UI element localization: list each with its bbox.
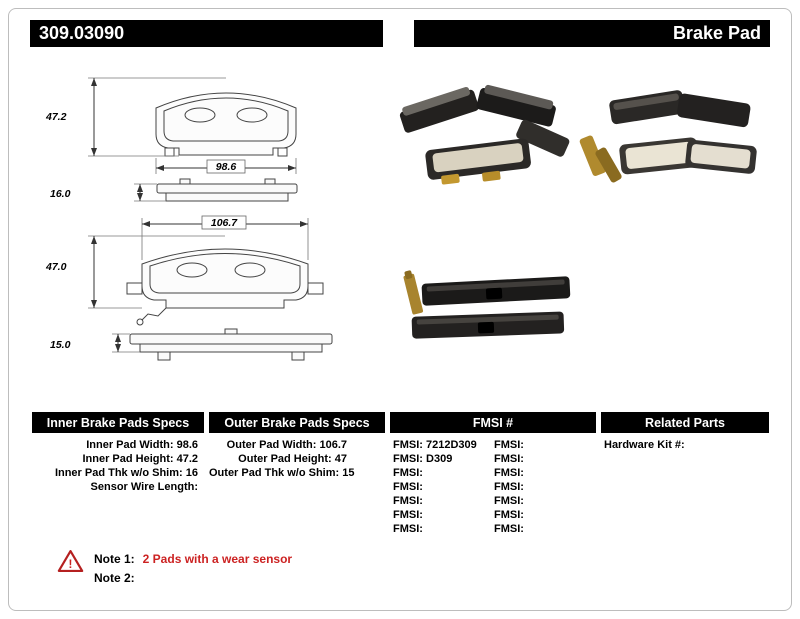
note-1: Note 1: 2 Pads with a wear sensor bbox=[94, 552, 292, 566]
inner-spec-row: Sensor Wire Length: bbox=[32, 480, 198, 494]
related-parts-header: Related Parts bbox=[601, 412, 769, 433]
product-photo-pads-stacked bbox=[403, 270, 571, 339]
part-number: 309.03090 bbox=[30, 20, 383, 47]
fmsi-label: FMSI: bbox=[494, 439, 524, 451]
fmsi-row: FMSI: FMSI: bbox=[390, 466, 596, 480]
fmsi-label: FMSI: bbox=[494, 481, 524, 493]
related-parts-row: Hardware Kit #: bbox=[604, 438, 769, 452]
drawing-outer-pad-front bbox=[126, 248, 324, 326]
fmsi-label: FMSI: bbox=[393, 481, 423, 493]
fmsi-label: FMSI: bbox=[494, 523, 524, 535]
drawing-inner-pad-side bbox=[156, 178, 298, 202]
inner-spec-row: Inner Pad Thk w/o Shim: 16 bbox=[32, 466, 198, 480]
note2-label: Note 2: bbox=[94, 571, 135, 585]
note1-text: 2 Pads with a wear sensor bbox=[142, 552, 293, 566]
warning-icon: ! bbox=[57, 549, 84, 573]
fmsi-row: FMSI: FMSI: bbox=[390, 522, 596, 536]
outer-spec-row: Outer Pad Height: 47 bbox=[209, 452, 347, 466]
spec-label: Outer Pad Width: bbox=[226, 439, 317, 451]
spec-label: Outer Pad Thk w/o Shim: bbox=[209, 467, 340, 479]
fmsi-label: FMSI: bbox=[393, 523, 423, 535]
fmsi-row: FMSI: FMSI: bbox=[390, 480, 596, 494]
svg-text:!: ! bbox=[69, 558, 73, 571]
spec-value: 47 bbox=[334, 453, 347, 465]
product-photo-pads-angled bbox=[399, 84, 570, 185]
inner-specs-header: Inner Brake Pads Specs bbox=[32, 412, 204, 433]
fmsi-row: FMSI: FMSI: bbox=[390, 508, 596, 522]
fmsi-label: FMSI: bbox=[494, 467, 524, 479]
fmsi-list: FMSI: 7212D309 FMSI: FMSI: D309 FMSI: FM… bbox=[390, 438, 596, 536]
spec-label: Inner Pad Width: bbox=[86, 439, 174, 451]
dim-inner-pad-height: 47.2 bbox=[45, 111, 67, 123]
inner-spec-row: Inner Pad Width: 98.6 bbox=[32, 438, 198, 452]
outer-spec-row: Outer Pad Thk w/o Shim: 15 bbox=[209, 466, 355, 480]
dim-inner-pad-width: 98.6 bbox=[216, 161, 237, 173]
fmsi-label: FMSI: bbox=[393, 439, 423, 451]
spec-value: 16 bbox=[185, 467, 198, 479]
dim-outer-pad-thickness: 15.0 bbox=[50, 339, 71, 351]
fmsi-label: FMSI: bbox=[494, 453, 524, 465]
spec-value: 15 bbox=[342, 467, 355, 479]
drawing-outer-pad-side bbox=[129, 328, 333, 361]
dim-outer-pad-height: 47.0 bbox=[45, 261, 67, 273]
inner-specs-list: Inner Pad Width: 98.6 Inner Pad Height: … bbox=[32, 438, 204, 494]
technical-drawings: 47.2 98.6 16.0 106.7 bbox=[45, 77, 333, 361]
outer-specs-list: Outer Pad Width: 106.7 Outer Pad Height:… bbox=[209, 438, 385, 480]
fmsi-value: 7212D309 bbox=[426, 439, 477, 451]
spec-value: 106.7 bbox=[319, 439, 347, 451]
inner-spec-row: Inner Pad Height: 47.2 bbox=[32, 452, 198, 466]
outer-specs-header: Outer Brake Pads Specs bbox=[209, 412, 385, 433]
fmsi-row: FMSI: 7212D309 FMSI: bbox=[390, 438, 596, 452]
spec-label: Inner Pad Height: bbox=[82, 453, 174, 465]
note-2: Note 2: bbox=[94, 571, 143, 585]
spec-value: 98.6 bbox=[176, 439, 198, 451]
product-photo-pads-ceramic bbox=[579, 90, 757, 183]
fmsi-label: FMSI: bbox=[494, 509, 524, 521]
spec-label: Outer Pad Height: bbox=[238, 453, 332, 465]
note1-label: Note 1: bbox=[94, 552, 135, 566]
spec-label: Hardware Kit #: bbox=[604, 439, 685, 451]
spec-label: Inner Pad Thk w/o Shim: bbox=[54, 467, 183, 479]
fmsi-row: FMSI: D309 FMSI: bbox=[390, 452, 596, 466]
drawing-inner-pad-front bbox=[155, 92, 297, 157]
fmsi-label: FMSI: bbox=[393, 495, 423, 507]
fmsi-label: FMSI: bbox=[393, 509, 423, 521]
spec-label: Sensor Wire Length: bbox=[90, 481, 198, 493]
fmsi-label: FMSI: bbox=[494, 495, 524, 507]
product-title: Brake Pad bbox=[414, 20, 770, 47]
related-parts-list: Hardware Kit #: bbox=[601, 438, 769, 452]
outer-spec-row: Outer Pad Width: 106.7 bbox=[209, 438, 347, 452]
fmsi-header: FMSI # bbox=[390, 412, 596, 433]
dim-inner-pad-thickness: 16.0 bbox=[50, 188, 71, 200]
fmsi-value: D309 bbox=[426, 453, 453, 465]
fmsi-row: FMSI: FMSI: bbox=[390, 494, 596, 508]
dim-outer-pad-width: 106.7 bbox=[211, 217, 238, 229]
fmsi-label: FMSI: bbox=[393, 467, 423, 479]
spec-value: 47.2 bbox=[176, 453, 198, 465]
fmsi-label: FMSI: bbox=[393, 453, 423, 465]
